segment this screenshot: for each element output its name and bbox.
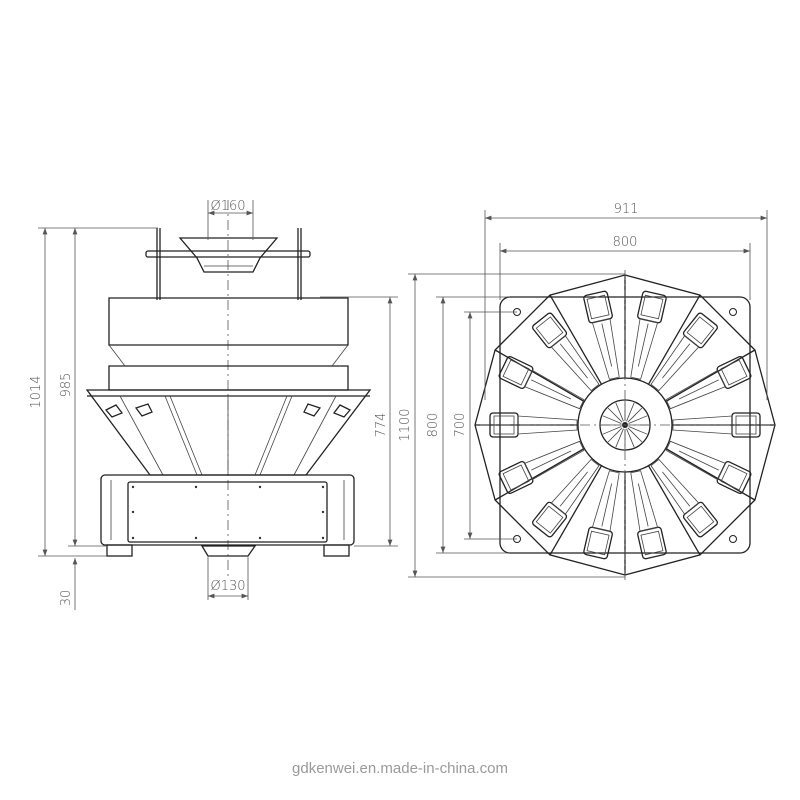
front-dimensions: Ø160 Ø130 1014 985 30 774 [29,199,398,610]
feed-pan [665,440,726,481]
weigh-head [583,470,620,560]
feed-pan-center [601,483,613,527]
feed-pan-center [637,483,649,527]
dim-foot-height: 30 [59,590,74,607]
spoke [626,428,635,448]
feed-pan [650,458,700,515]
feed-pan [591,318,620,380]
feed-pan [630,318,659,380]
bucket-inner [586,530,610,556]
bucket [498,460,534,495]
weigh-buckets-front [108,297,349,391]
feed-pan [665,369,726,410]
housing-seam [549,465,603,556]
front-view: Ø160 Ø130 1014 985 30 774 [29,199,398,610]
dim-bucket-height: 774 [374,413,389,438]
bucket-inner [686,316,715,345]
spoke [628,415,648,424]
dim-hopper-diameter: Ø160 [210,199,245,214]
housing-seam [647,294,701,385]
bucket-inner [720,359,748,386]
bucket [716,355,752,390]
feed-pan [524,369,585,410]
spoke [615,428,624,448]
bucket-inner [686,505,715,534]
bucket [498,355,534,390]
feed-pan-center [678,450,719,471]
housing-seam [665,349,756,403]
spoke [627,407,643,423]
feed-pan [672,415,733,435]
weigh-head [630,470,667,560]
dim-mount-spacing: 700 [453,413,468,438]
discharge-cone [85,389,372,476]
feed-pan [630,470,659,532]
weigh-head [650,312,718,392]
feed-pan [550,335,600,392]
spoke [628,426,648,435]
dim-body-height: 985 [59,373,74,398]
feed-pan-center [559,343,588,379]
bucket-inner [720,464,748,491]
spoke [607,407,623,423]
spoke [626,402,635,422]
watermark: gdkenwei.en.made-in-china.com [292,760,508,777]
feed-pan [550,458,600,515]
housing-seam [647,465,701,556]
feed-pan-center [662,471,691,507]
bucket-inner [535,505,564,534]
bucket-inner [502,464,530,491]
housing-seam [494,349,585,403]
bucket-inner [535,316,564,345]
machine-base [100,474,355,557]
dim-overall-depth: 1100 [398,408,413,441]
bucket-inner [640,530,664,556]
dim-overall-width: 911 [614,202,639,217]
bucket [583,526,613,560]
dim-total-height: 1014 [29,375,44,408]
feed-pan-center [531,379,572,400]
spoke [602,426,622,435]
spoke [615,402,624,422]
spoke [602,415,622,424]
dim-outlet-diameter: Ø130 [210,579,245,594]
feed-pan [517,415,578,435]
bucket [583,290,613,324]
feed-pan [650,335,700,392]
feed-pan-center [678,379,719,400]
weigh-head [665,440,752,495]
weigh-head [650,458,718,538]
feed-pan [524,440,585,481]
weigh-head [630,290,667,380]
bucket [637,526,667,560]
dim-base-depth: 800 [426,413,441,438]
dim-base-width: 800 [613,235,638,250]
weigh-head [532,312,600,392]
weigh-head [665,355,752,410]
bucket [716,460,752,495]
feed-pan [591,470,620,532]
bucket-inner [502,359,530,386]
bucket [637,290,667,324]
spoke [607,427,623,443]
bucket-inner [586,294,610,320]
housing-seam [665,447,756,501]
feed-pan-center [662,343,691,379]
top-view: 911 800 1100 800 700 [398,202,776,580]
feed-pan-center [601,323,613,367]
feed-pan-center [559,471,588,507]
weigh-head [498,440,585,495]
top-hopper [145,228,311,300]
bucket-inner [640,294,664,320]
feed-pan-center [531,450,572,471]
spoke [627,427,643,443]
weigh-head [532,458,600,538]
feed-pan-center [637,323,649,367]
housing-seam [549,294,603,385]
housing-seam [494,447,585,501]
weigh-head [498,355,585,410]
weigh-head [583,290,620,380]
top-dimensions: 911 800 1100 800 700 [398,202,768,578]
